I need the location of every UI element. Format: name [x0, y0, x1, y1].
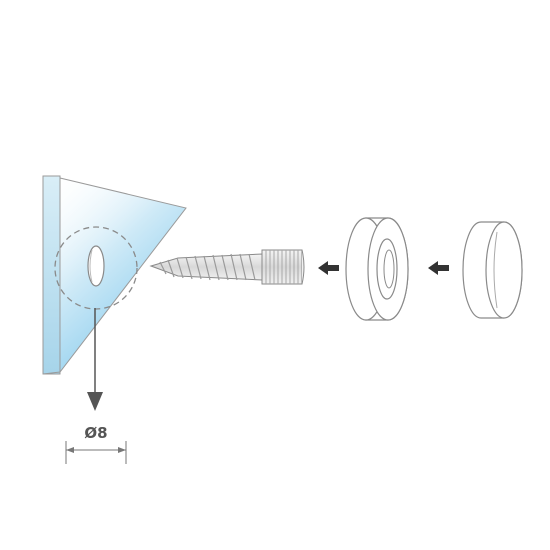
cover-cap-icon: [462, 221, 523, 319]
left-arrow-icon: [318, 261, 339, 275]
down-arrow-icon: [87, 308, 103, 411]
glass-panel-icon: [42, 175, 187, 375]
hole-diameter-label: Ø8: [84, 424, 107, 442]
spacer-washer-icon: [345, 217, 409, 321]
screw-icon: [149, 249, 305, 285]
hole-dimension: Ø8: [65, 424, 127, 464]
left-arrow-icon: [428, 261, 449, 275]
drill-hole-icon: [54, 226, 138, 310]
